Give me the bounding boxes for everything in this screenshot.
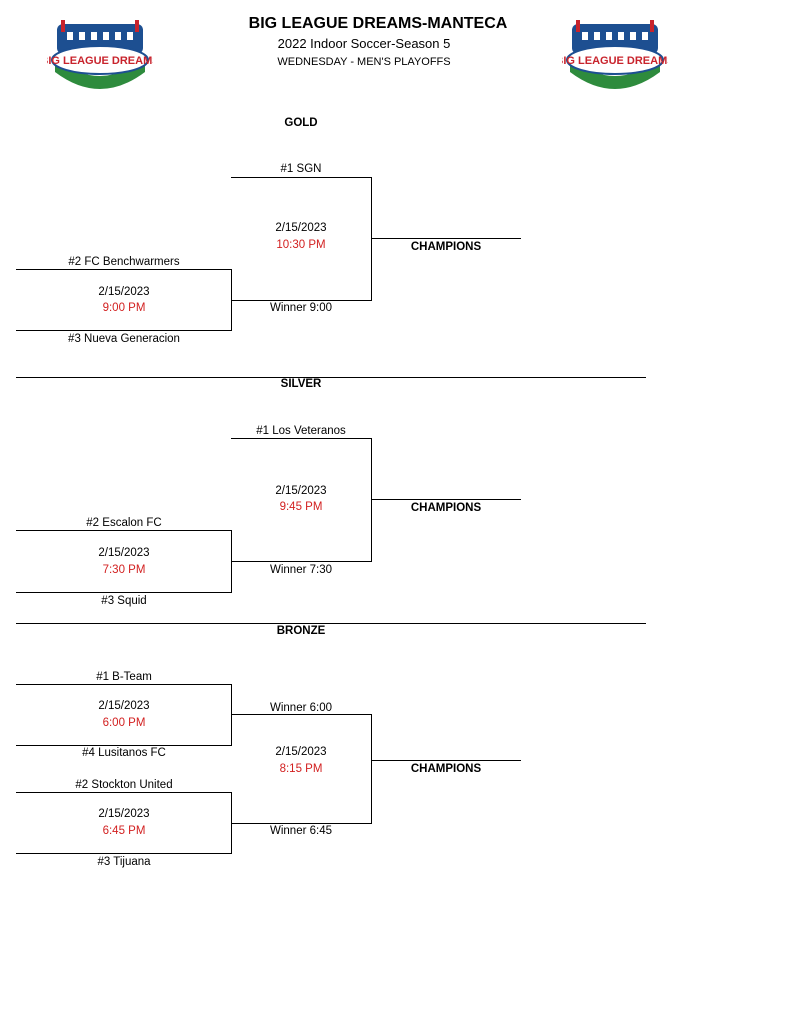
silver-winner-label: Winner 7:30: [269, 564, 333, 576]
gold-semi-date: 2/15/2023: [98, 286, 150, 298]
silver-team-3: #3 Squid: [101, 595, 147, 607]
bronze-connector-semi2: [231, 792, 232, 854]
gold-line-team3: [16, 330, 232, 331]
bronze-line-team1: [16, 684, 232, 685]
bronze-semi2-date: 2/15/2023: [98, 808, 150, 820]
big-league-dreams-logo-right: BIG LEAGUE DREAMS: [562, 20, 668, 89]
bronze-semi1-date: 2/15/2023: [98, 700, 150, 712]
silver-semi-time: 7:30 PM: [102, 564, 146, 576]
gold-final-time: 10:30 PM: [276, 239, 326, 251]
gold-team-2: #2 FC Benchwarmers: [68, 256, 180, 268]
page-subtitle: 2022 Indoor Soccer-Season 5: [277, 36, 451, 51]
gold-winner-label: Winner 9:00: [269, 302, 333, 314]
silver-line-team1: [231, 438, 372, 439]
bronze-line-winner1: [231, 714, 372, 715]
bronze-champions-label: CHAMPIONS: [410, 763, 482, 775]
silver-team-2: #2 Escalon FC: [86, 517, 162, 529]
divider-gold-silver: [16, 377, 646, 378]
divider-silver-bronze: [16, 623, 646, 624]
bronze-final-time: 8:15 PM: [279, 763, 323, 775]
bronze-line-team4: [16, 745, 232, 746]
big-league-dreams-logo-left: BIG LEAGUE DREAMS: [47, 20, 153, 89]
bronze-team-2: #2 Stockton United: [75, 779, 173, 791]
silver-champion-line: [371, 499, 521, 500]
gold-champion-line: [371, 238, 521, 239]
silver-line-team2: [16, 530, 232, 531]
silver-line-team3: [16, 592, 232, 593]
division-title: WEDNESDAY - MEN'S PLAYOFFS: [277, 56, 451, 68]
bronze-team-3: #3 Tijuana: [97, 856, 151, 868]
bronze-team-1: #1 B-Team: [96, 671, 152, 683]
svg-text:BIG LEAGUE DREAMS: BIG LEAGUE DREAMS: [562, 55, 668, 67]
gold-line-team1: [231, 177, 372, 178]
bronze-semi1-time: 6:00 PM: [102, 717, 146, 729]
bronze-semi2-time: 6:45 PM: [102, 825, 146, 837]
silver-final-date: 2/15/2023: [275, 485, 327, 497]
bronze-line-winner2: [231, 823, 372, 824]
gold-final-date: 2/15/2023: [275, 222, 327, 234]
silver-line-winner: [231, 561, 372, 562]
gold-team-3: #3 Nueva Generacion: [68, 333, 180, 345]
gold-connector-final: [371, 177, 372, 301]
svg-text:BIG LEAGUE DREAMS: BIG LEAGUE DREAMS: [47, 55, 153, 67]
gold-line-team2: [16, 269, 232, 270]
silver-team-1: #1 Los Veteranos: [256, 425, 346, 437]
silver-semi-date: 2/15/2023: [98, 547, 150, 559]
bronze-line-team3: [16, 853, 232, 854]
bronze-connector-final: [371, 714, 372, 824]
bronze-winner1-label: Winner 6:00: [269, 702, 333, 714]
bronze-winner2-label: Winner 6:45: [269, 825, 333, 837]
gold-semi-time: 9:00 PM: [102, 302, 146, 314]
bronze-final-date: 2/15/2023: [275, 746, 327, 758]
silver-label: SILVER: [280, 378, 322, 390]
bronze-champion-line: [371, 760, 521, 761]
silver-final-time: 9:45 PM: [279, 501, 323, 513]
gold-line-winner: [231, 300, 372, 301]
bronze-label: BRONZE: [276, 625, 326, 637]
page-title: BIG LEAGUE DREAMS-MANTECA: [248, 15, 508, 32]
bronze-team-4: #4 Lusitanos FC: [82, 747, 166, 759]
gold-label: GOLD: [284, 117, 318, 129]
bronze-connector-semi1: [231, 684, 232, 746]
silver-connector-final: [371, 438, 372, 562]
gold-champions-label: CHAMPIONS: [410, 241, 482, 253]
bronze-line-team2: [16, 792, 232, 793]
gold-team-1: #1 SGN: [280, 163, 322, 175]
silver-champions-label: CHAMPIONS: [410, 502, 482, 514]
